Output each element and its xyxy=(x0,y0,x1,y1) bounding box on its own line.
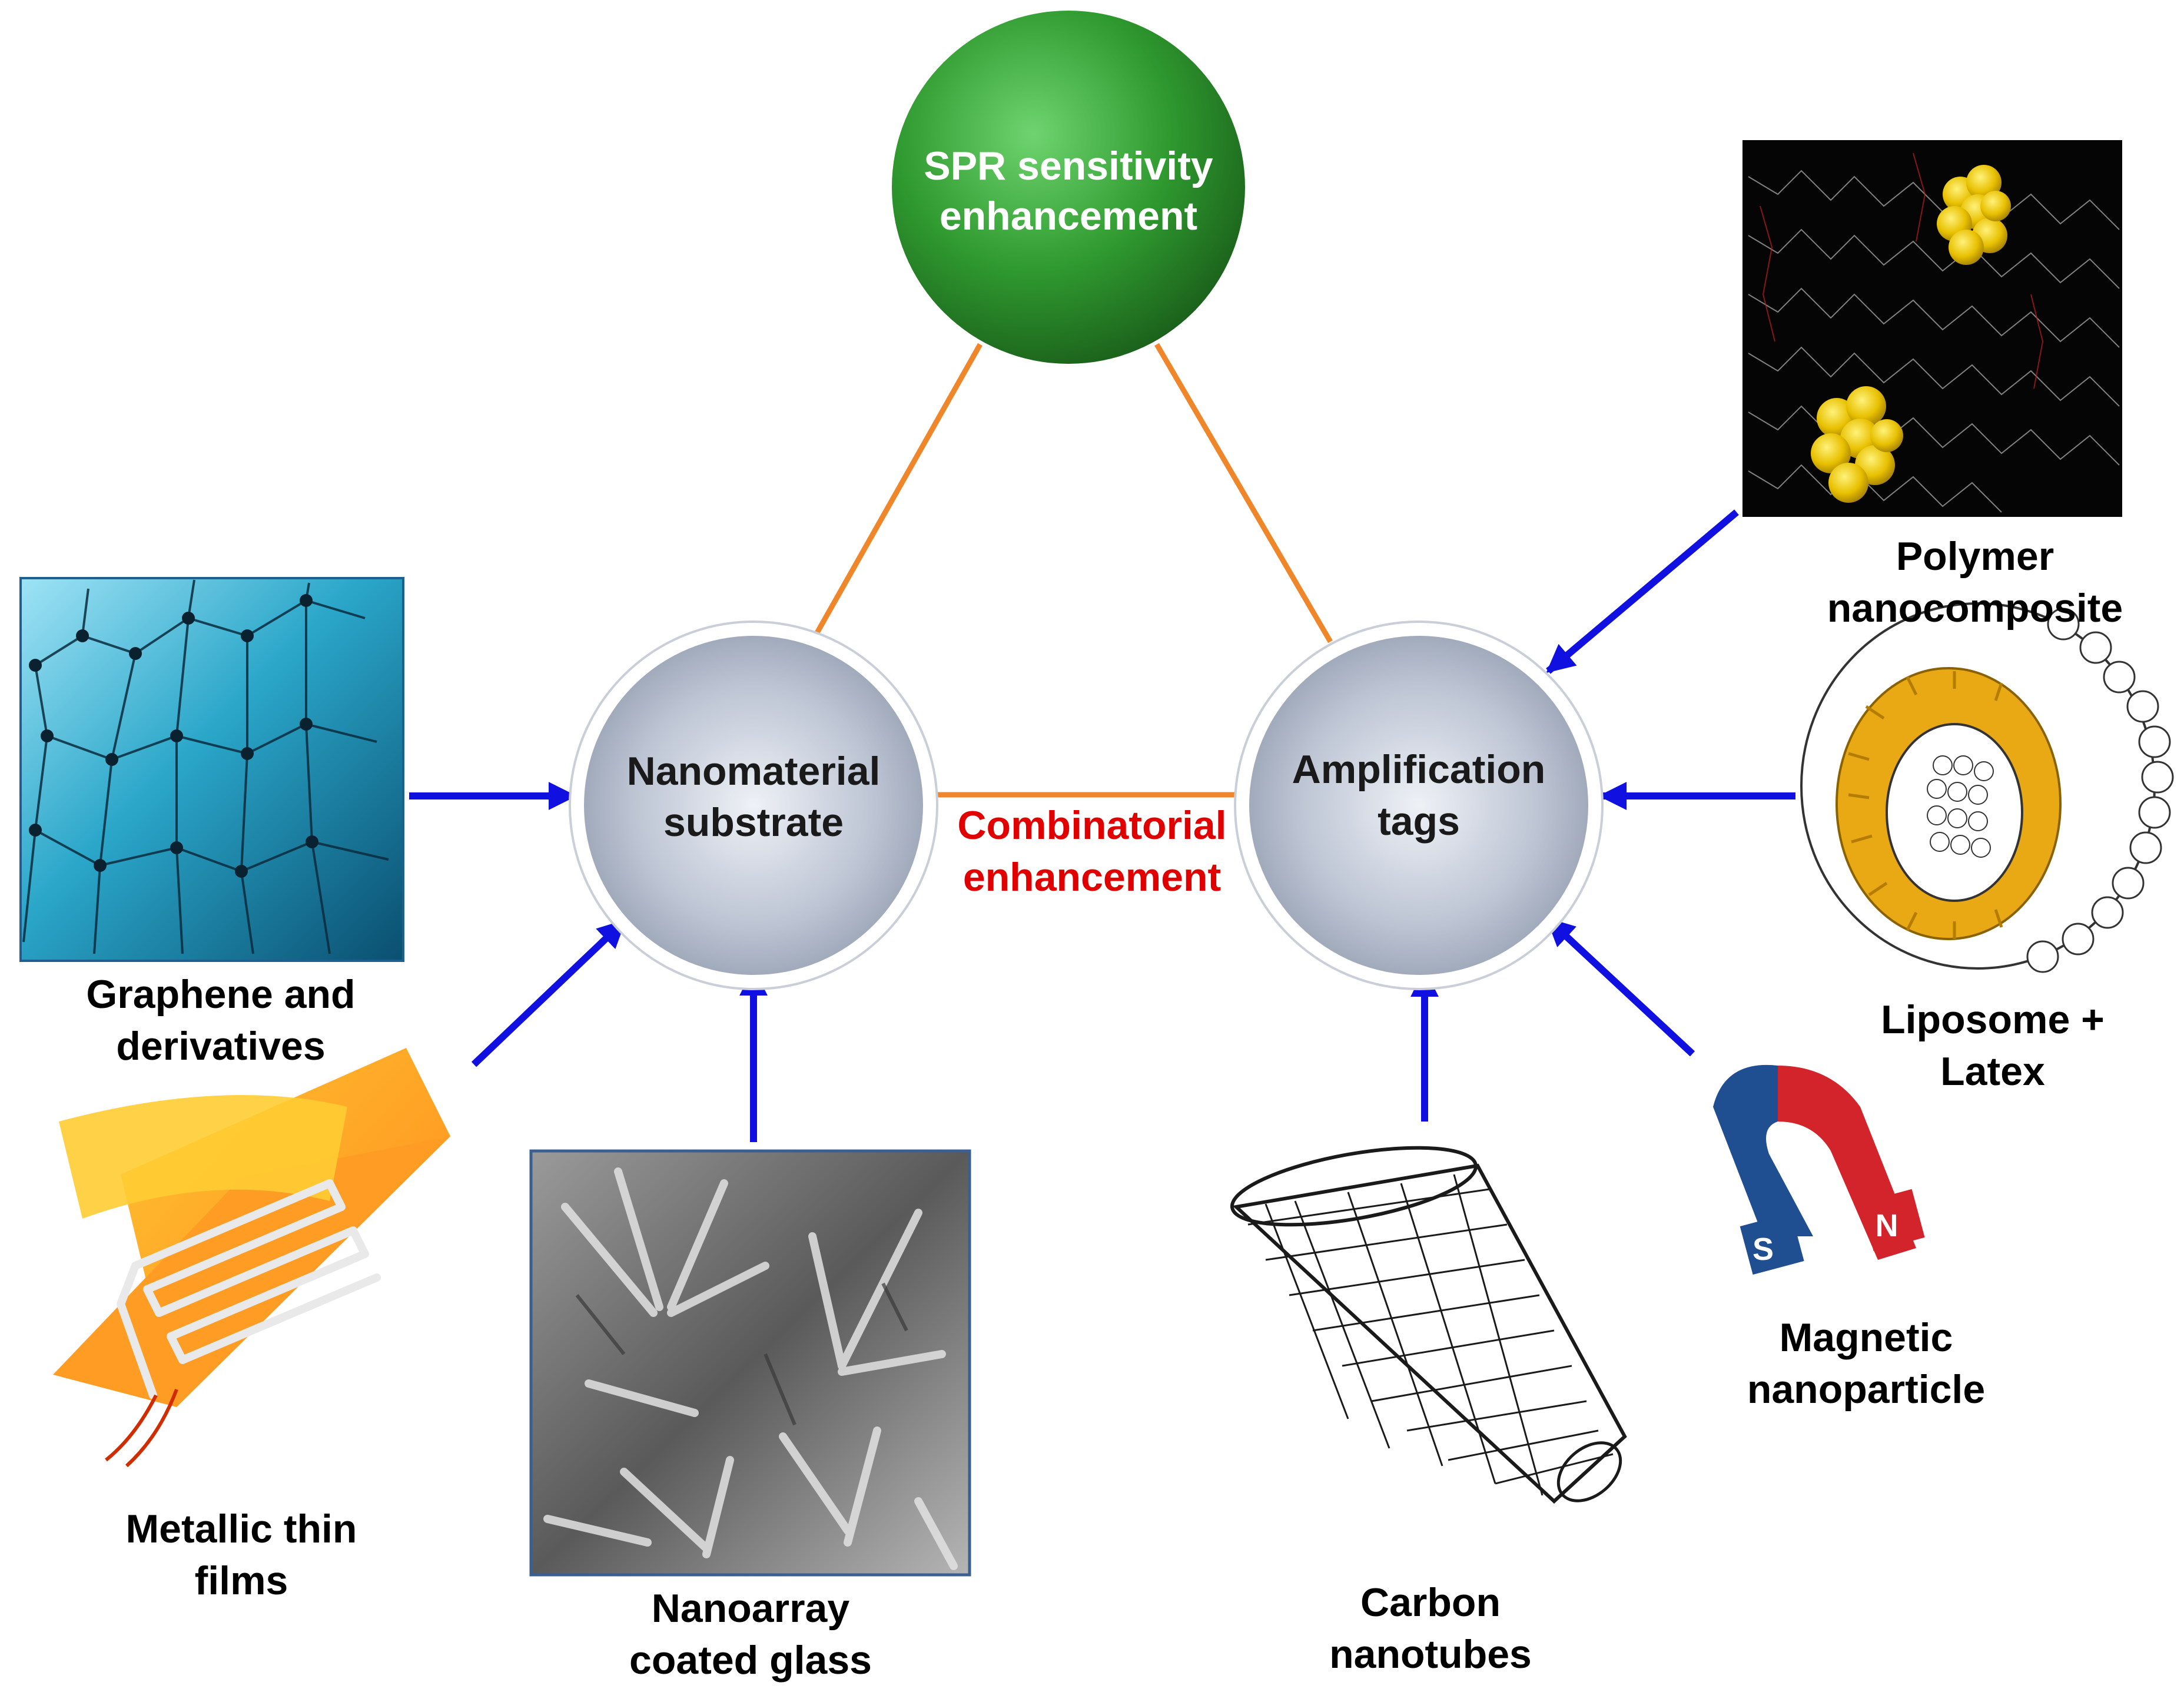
polymer-label-line1: Polymer xyxy=(1896,534,2054,579)
arrows xyxy=(409,509,1795,1142)
magnet-image: S N xyxy=(1713,1064,1925,1275)
nanoarray-label-line2: coated glass xyxy=(629,1638,872,1683)
connector-top-left xyxy=(813,343,983,638)
left-node-label-line1: Nanomaterial xyxy=(627,749,881,794)
carbon-nanotube-image xyxy=(1230,1146,1627,1504)
top-node-label-line2: enhancement xyxy=(940,194,1197,238)
combinatorial-label-line2: enhancement xyxy=(963,855,1221,900)
liposome-label-line1: Liposome + xyxy=(1881,997,2105,1042)
arrow-metallic xyxy=(471,918,627,1067)
metallic-label-line1: Metallic thin xyxy=(126,1507,357,1551)
magnet-pole-north: N xyxy=(1876,1208,1898,1243)
left-node: Nanomaterial substrate xyxy=(569,621,938,990)
right-node-label-line1: Amplification xyxy=(1292,747,1546,792)
magnetic-label-line2: nanoparticle xyxy=(1747,1367,1985,1412)
top-node: SPR sensitivity enhancement xyxy=(892,11,1245,364)
arrow-magnetic xyxy=(1545,917,1695,1057)
nanoarray-image xyxy=(529,1149,971,1577)
connector-top-right xyxy=(1154,343,1333,643)
metallic-film-image xyxy=(53,1048,450,1468)
liposome-image xyxy=(1800,602,2174,973)
graphene-label-line2: derivatives xyxy=(116,1024,325,1069)
polymer-label-line2: nanocomposite xyxy=(1827,586,2123,631)
cnt-label-line1: Carbon xyxy=(1360,1580,1501,1625)
arrow-polymer xyxy=(1546,509,1739,674)
top-node-label-line1: SPR sensitivity xyxy=(924,144,1213,188)
polymer-image xyxy=(1742,140,2122,517)
cnt-label-line2: nanotubes xyxy=(1329,1632,1532,1677)
graphene-label-line1: Graphene and xyxy=(86,972,355,1017)
left-node-label-line2: substrate xyxy=(663,800,844,845)
item-labels: Graphene and derivatives Metallic thin f… xyxy=(86,534,2123,1683)
magnetic-label-line1: Magnetic xyxy=(1780,1315,1953,1360)
right-node-label-line2: tags xyxy=(1378,799,1460,844)
graphene-image xyxy=(19,577,404,962)
liposome-label-line2: Latex xyxy=(1940,1049,2045,1094)
magnet-pole-south: S xyxy=(1752,1232,1774,1267)
right-node: Amplification tags xyxy=(1234,621,1604,990)
nanoarray-label-line1: Nanoarray xyxy=(652,1586,850,1631)
combinatorial-label-line1: Combinatorial xyxy=(957,803,1226,848)
metallic-label-line2: films xyxy=(195,1558,288,1603)
